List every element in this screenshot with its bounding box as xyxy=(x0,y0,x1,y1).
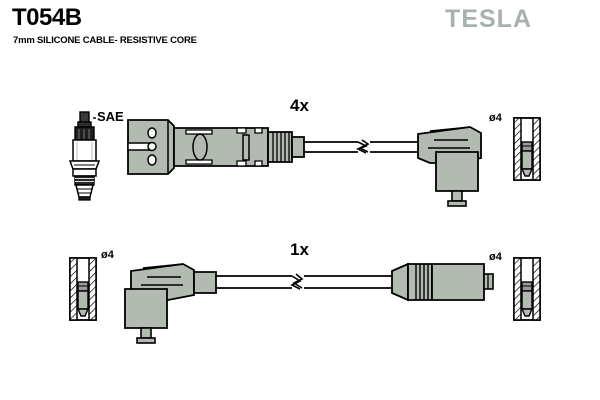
distributor-cap-connector xyxy=(127,119,175,175)
diameter-label-top-right: ø4 xyxy=(489,112,502,124)
straight-coil-connector xyxy=(391,262,494,302)
right-angle-spark-plug-boot xyxy=(417,126,482,207)
silicone-cable-bottom xyxy=(216,273,392,290)
spark-plug-icon xyxy=(68,111,101,201)
terminal-sleeve-bottom-right xyxy=(513,257,541,321)
cable-break-symbol xyxy=(356,139,370,154)
terminal-sleeve-bottom-left xyxy=(69,257,97,321)
tesla-brand-logo: TESLA xyxy=(445,5,532,33)
cable-break-symbol-bottom xyxy=(290,273,304,290)
right-angle-boot-bottom xyxy=(124,263,217,344)
quantity-label-bottom: 1x xyxy=(290,240,309,259)
quantity-label-top: 4x xyxy=(290,96,309,115)
sae-label: SAE xyxy=(97,109,124,124)
page-title: T054B xyxy=(12,4,82,31)
terminal-sleeve-top-right xyxy=(513,117,541,181)
connector-barrel xyxy=(173,127,269,167)
diameter-label-bottom-left: ø4 xyxy=(101,249,114,261)
product-description: 7mm SILICONE CABLE- RESISTIVE CORE xyxy=(13,35,197,46)
silicone-cable-top xyxy=(304,139,418,154)
diameter-label-bottom-right: ø4 xyxy=(489,251,502,263)
cable-strain-relief xyxy=(267,131,305,163)
